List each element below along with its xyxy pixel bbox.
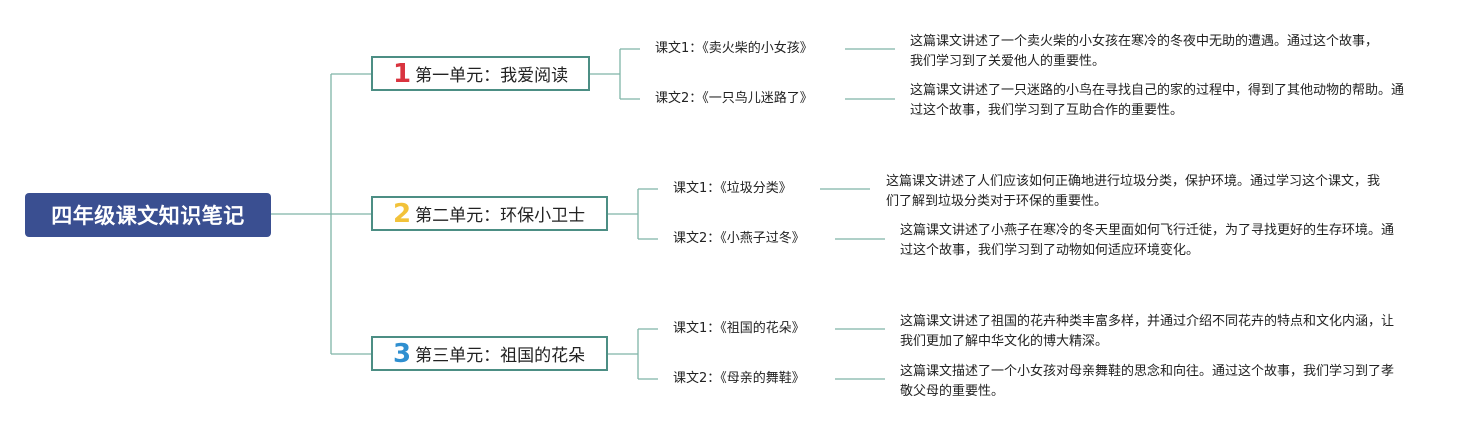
lesson-description-1-1: 这篇课文讲述了一个卖火柴的小女孩在寒冷的冬夜中无助的遭遇。通过这个故事，我们学习… — [910, 34, 1379, 69]
unit-title-1: 第一单元：我爱阅读 — [415, 66, 569, 86]
root-node[interactable]: 四年级课文知识笔记 — [25, 193, 271, 237]
lesson-node-1-1[interactable]: 课文1：《卖火柴的小女孩》 — [655, 40, 813, 58]
lesson-description-2-1: 这篇课文讲述了人们应该如何正确地进行垃圾分类，保护环境。通过学习这个课文，我们了… — [886, 174, 1381, 209]
lesson-node-2-1[interactable]: 课文1：《垃圾分类》 — [673, 180, 792, 198]
root-title: 四年级课文知识笔记 — [51, 204, 245, 228]
lesson-label: 课文2：《一只鸟儿迷路了》 — [655, 91, 813, 106]
lesson-label: 课文2：《母亲的舞鞋》 — [673, 371, 805, 386]
lesson-node-3-1[interactable]: 课文1：《祖国的花朵》 — [673, 320, 805, 338]
lesson-node-3-2[interactable]: 课文2：《母亲的舞鞋》 — [673, 370, 805, 388]
lesson-node-2-2[interactable]: 课文2：《小燕子过冬》 — [673, 230, 805, 248]
unit-title-2: 第二单元：环保小卫士 — [415, 206, 586, 226]
lesson-label: 课文1：《祖国的花朵》 — [673, 321, 805, 336]
unit-node-3[interactable]: 3 第三单元：祖国的花朵 — [371, 336, 608, 371]
unit-title-3: 第三单元：祖国的花朵 — [415, 346, 586, 366]
unit-number-2: 2 — [393, 198, 412, 229]
lesson-label: 课文2：《小燕子过冬》 — [673, 231, 805, 246]
unit-number-3: 3 — [393, 338, 412, 369]
unit-number-1: 1 — [393, 58, 412, 89]
lesson-description-1-2: 这篇课文讲述了一只迷路的小鸟在寻找自己的家的过程中，得到了其他动物的帮助。通过这… — [910, 83, 1405, 118]
lesson-description-3-2: 这篇课文描述了一个小女孩对母亲舞鞋的思念和向往。通过这个故事，我们学习到了孝敬父… — [900, 364, 1395, 399]
lesson-label: 课文1：《垃圾分类》 — [673, 181, 792, 196]
lesson-description-2-2: 这篇课文讲述了小燕子在寒冷的冬天里面如何飞行迁徙，为了寻找更好的生存环境。通过这… — [900, 223, 1395, 258]
unit-node-1[interactable]: 1 第一单元：我爱阅读 — [371, 56, 590, 91]
lesson-label: 课文1：《卖火柴的小女孩》 — [655, 41, 813, 56]
unit-node-2[interactable]: 2 第二单元：环保小卫士 — [371, 196, 608, 231]
lesson-node-1-2[interactable]: 课文2：《一只鸟儿迷路了》 — [655, 90, 813, 108]
lesson-description-3-1: 这篇课文讲述了祖国的花卉种类丰富多样，并通过介绍不同花卉的特点和文化内涵，让我们… — [900, 314, 1395, 349]
